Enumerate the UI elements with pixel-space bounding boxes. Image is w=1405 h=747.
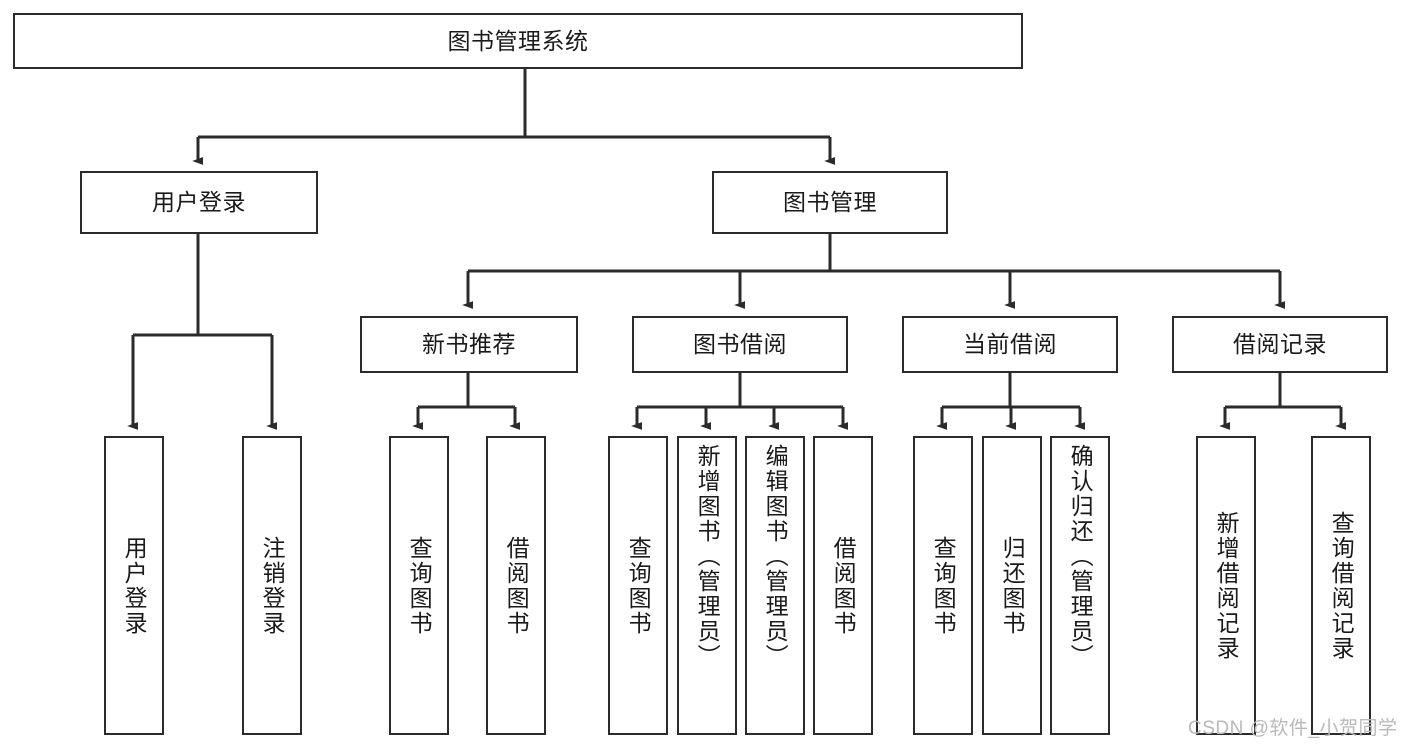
leaf-query-book-1[interactable]: 查询图书	[389, 436, 449, 735]
leaf-query-book-2-label: 查询图书	[625, 535, 652, 636]
leaf-confirm-return-label: 确认归还（管理员）	[1067, 444, 1094, 669]
node-current-borrow[interactable]: 当前借阅	[902, 316, 1118, 373]
leaf-query-book-3[interactable]: 查询图书	[913, 436, 973, 735]
leaf-logout-label: 注销登录	[259, 535, 286, 636]
leaf-user-login-label: 用户登录	[121, 535, 148, 636]
leaf-edit-book-label: 编辑图书（管理员）	[762, 444, 789, 669]
node-user-login[interactable]: 用户登录	[80, 171, 318, 234]
leaf-borrow-book-2-label: 借阅图书	[830, 535, 857, 636]
leaf-query-book-1-label: 查询图书	[406, 535, 433, 636]
node-book-borrow[interactable]: 图书借阅	[632, 316, 848, 373]
leaf-user-login[interactable]: 用户登录	[104, 436, 164, 735]
leaf-add-book[interactable]: 新增图书（管理员）	[677, 436, 737, 735]
leaf-borrow-book-2[interactable]: 借阅图书	[813, 436, 873, 735]
node-new-book-rec-label: 新书推荐	[422, 331, 516, 358]
leaf-add-record[interactable]: 新增借阅记录	[1196, 436, 1256, 735]
leaf-borrow-book-1-label: 借阅图书	[503, 535, 530, 636]
leaf-query-record[interactable]: 查询借阅记录	[1311, 436, 1371, 735]
node-new-book-rec[interactable]: 新书推荐	[360, 316, 578, 373]
csdn-watermark: CSDN @软件_小贺同学	[1188, 718, 1398, 739]
leaf-add-book-label: 新增图书（管理员）	[694, 444, 721, 669]
node-borrow-record-label: 借阅记录	[1233, 331, 1327, 358]
leaf-return-book[interactable]: 归还图书	[982, 436, 1042, 735]
node-book-manage[interactable]: 图书管理	[712, 171, 948, 234]
node-book-borrow-label: 图书借阅	[693, 331, 787, 358]
leaf-logout[interactable]: 注销登录	[242, 436, 302, 735]
leaf-confirm-return[interactable]: 确认归还（管理员）	[1050, 436, 1110, 735]
leaf-edit-book[interactable]: 编辑图书（管理员）	[745, 436, 805, 735]
leaf-return-book-label: 归还图书	[999, 535, 1026, 636]
leaf-query-record-label: 查询借阅记录	[1328, 510, 1355, 661]
node-current-borrow-label: 当前借阅	[963, 331, 1057, 358]
leaf-query-book-3-label: 查询图书	[930, 535, 957, 636]
leaf-add-record-label: 新增借阅记录	[1213, 510, 1240, 661]
node-borrow-record[interactable]: 借阅记录	[1172, 316, 1388, 373]
leaf-borrow-book-1[interactable]: 借阅图书	[486, 436, 546, 735]
node-root-label: 图书管理系统	[447, 27, 589, 54]
node-user-login-label: 用户登录	[152, 189, 246, 216]
node-root[interactable]: 图书管理系统	[13, 13, 1023, 69]
leaf-query-book-2[interactable]: 查询图书	[608, 436, 668, 735]
node-book-manage-label: 图书管理	[783, 189, 877, 216]
